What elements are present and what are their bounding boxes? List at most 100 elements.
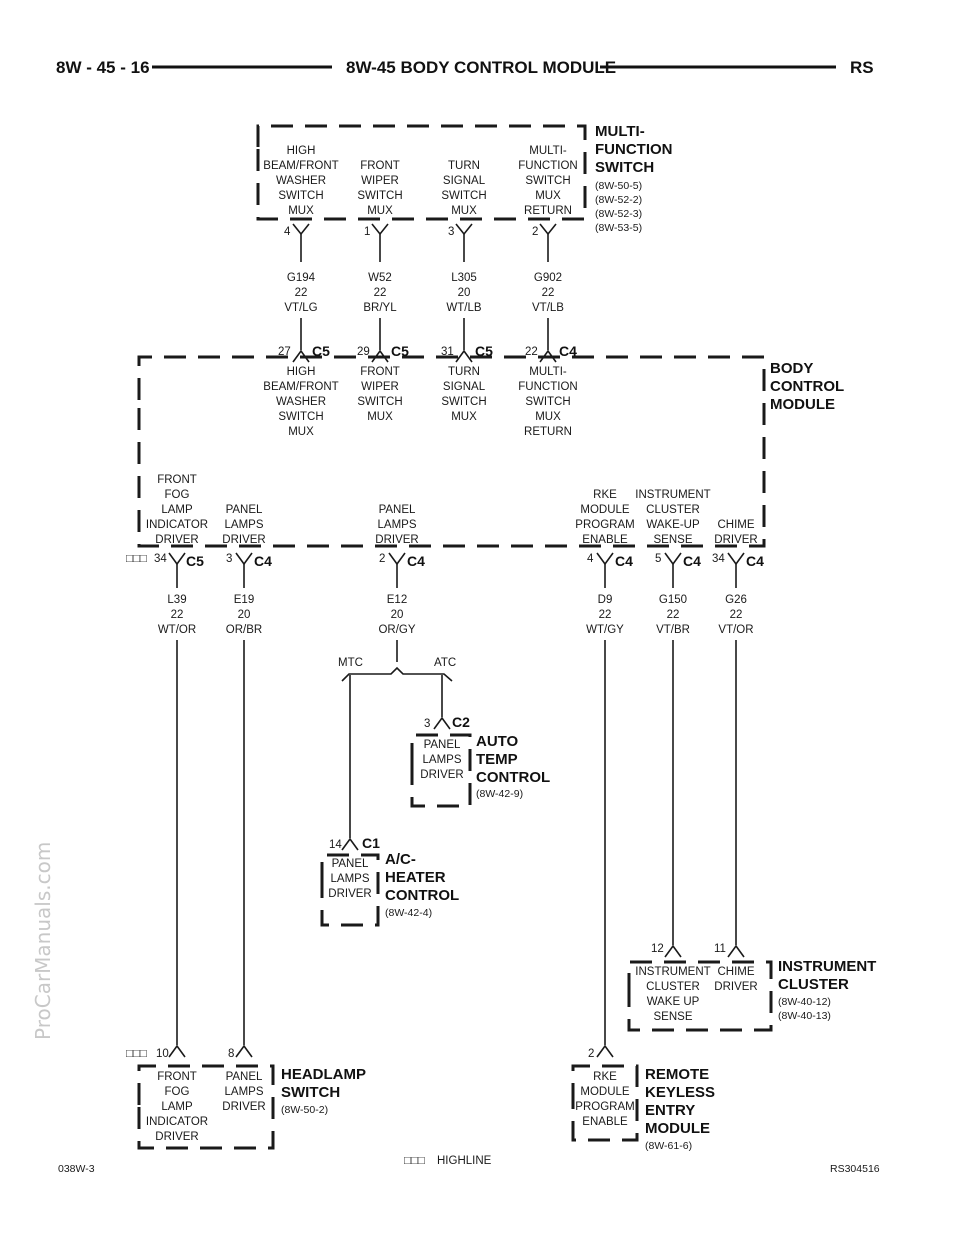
bcm-top-terminals: 27 C5 29 C5 31 C5 22 C4	[278, 343, 577, 363]
female-terminal-icon	[292, 349, 310, 363]
wire-color: BR/YL	[363, 302, 397, 314]
bcm-pin-label: SWITCH	[278, 411, 323, 423]
ach-name-line: CONTROL	[385, 887, 459, 904]
ach-name-line: HEATER	[385, 869, 446, 886]
bcm-pin-label: DRIVER	[222, 534, 265, 546]
bcm-pin-label: SWITCH	[357, 396, 402, 408]
rke-ref: (8W-61-6)	[645, 1140, 692, 1152]
bcm-connector: C4	[559, 343, 577, 359]
rke-pin-number: 2	[588, 1048, 594, 1060]
lower-wires	[176, 564, 737, 1045]
bcm-connector: C4	[683, 553, 701, 569]
ic-pin-labels: INSTRUMENT CLUSTER WAKE UP SENSE CHIME D…	[635, 966, 757, 1023]
ach-pin-label-line: LAMPS	[331, 873, 370, 885]
ach-pin-label-line: PANEL	[332, 858, 369, 870]
hs-ref: (8W-50-2)	[281, 1104, 328, 1116]
rke-pin-label-line: MODULE	[580, 1086, 630, 1098]
atc-name-line: AUTO	[476, 733, 519, 750]
ach-name-line: A/C-	[385, 851, 416, 868]
mfs-ref: (8W-53-5)	[595, 222, 642, 234]
rke-name-line: KEYLESS	[645, 1084, 715, 1101]
mfs-pin-label: MULTI-	[529, 145, 567, 157]
ach-box	[320, 853, 380, 927]
bcm-pin-label: LAMP	[161, 504, 193, 516]
wire-gauge: 22	[295, 287, 308, 299]
ref-code: RS304516	[830, 1163, 880, 1175]
rke-pin-label-line: PROGRAM	[575, 1101, 634, 1113]
atc-pin-label-line: DRIVER	[420, 769, 463, 781]
male-terminal-icon	[539, 223, 557, 236]
atc-connector: C2	[452, 714, 470, 730]
hs-pin-label: LAMP	[161, 1101, 193, 1113]
bcm-connector: C4	[407, 553, 425, 569]
wire-circuit: E19	[234, 594, 254, 606]
atc-name-line: CONTROL	[476, 769, 550, 786]
wire-color: OR/BR	[226, 624, 262, 636]
hs-pin-number: 8	[228, 1048, 234, 1060]
wire-circuit: G902	[534, 272, 562, 284]
ach-terminal: 14 C1	[329, 835, 380, 851]
bcm-pin-label: RETURN	[524, 426, 572, 438]
bcm-name-line: MODULE	[770, 396, 835, 413]
bcm-pin-label: DRIVER	[375, 534, 418, 546]
highline-symbol: □□□	[126, 1048, 147, 1060]
ach-pin-label: PANEL LAMPS DRIVER	[328, 858, 371, 900]
bcm-pin-label: INSTRUMENT	[635, 489, 710, 501]
page-title: 8W-45 BODY CONTROL MODULE	[346, 58, 616, 77]
bcm-pin-label: CLUSTER	[646, 504, 700, 516]
ach-ref: (8W-42-4)	[385, 907, 432, 919]
hs-pin-label: DRIVER	[222, 1101, 265, 1113]
bcm-pin-number: 3	[226, 553, 232, 565]
bcm-pin-label: MUX	[288, 426, 314, 438]
hs-pin-label: INDICATOR	[146, 1116, 208, 1128]
bcm-pin-number: 4	[587, 553, 594, 565]
bcm-pin-label: WAKE-UP	[646, 519, 700, 531]
atc-name-line: TEMP	[476, 751, 518, 768]
ic-pin-label: CLUSTER	[646, 981, 700, 993]
section-code: RS	[850, 58, 874, 77]
wire-gauge: 22	[171, 609, 184, 621]
wire-gauge: 20	[391, 609, 404, 621]
wire-gauge: 22	[374, 287, 387, 299]
bcm-pin-label: INDICATOR	[146, 519, 208, 531]
bcm-pin-label: SWITCH	[525, 396, 570, 408]
female-terminal-icon	[664, 944, 682, 958]
bcm-pin-number: 2	[379, 553, 385, 565]
wire-circuit: G150	[659, 594, 687, 606]
female-terminal-icon	[235, 1044, 253, 1058]
male-terminal-icon	[235, 552, 253, 566]
wire-gauge: 20	[458, 287, 471, 299]
wire-gauge: 22	[542, 287, 555, 299]
bcm-connector: C5	[312, 343, 330, 359]
mfs-pin-label: WASHER	[276, 175, 326, 187]
bcm-pin-label: PANEL	[226, 504, 263, 516]
bcm-pin-label: SWITCH	[441, 396, 486, 408]
female-terminal-icon	[727, 944, 745, 958]
wire-circuit: W52	[368, 272, 392, 284]
mfs-pin-label: MUX	[535, 190, 561, 202]
bcm-pin-label: FRONT	[360, 366, 400, 378]
bcm-pin-label: FUNCTION	[518, 381, 577, 393]
mfs-pin-label: MUX	[451, 205, 477, 217]
atc-pin-label: PANEL LAMPS DRIVER	[420, 739, 463, 781]
mfs-pin-label: FUNCTION	[518, 160, 577, 172]
male-terminal-icon	[727, 552, 745, 566]
mfs-name-line: FUNCTION	[595, 141, 673, 158]
ic-name: INSTRUMENT CLUSTER (8W-40-12) (8W-40-13)	[778, 958, 876, 1022]
bcm-pin-number: 34	[712, 553, 725, 565]
upper-wires	[300, 234, 549, 350]
wire-color: VT/LB	[532, 302, 564, 314]
rke-name: REMOTE KEYLESS ENTRY MODULE (8W-61-6)	[645, 1066, 715, 1152]
bcm-name-line: BODY	[770, 360, 813, 377]
female-terminal-icon	[455, 349, 473, 363]
lower-wire-labels: L39 22 WT/OR E19 20 OR/BR E12 20 OR/GY D…	[158, 594, 754, 636]
female-terminal-icon	[433, 716, 451, 730]
mfs-pin-number: 1	[364, 226, 370, 238]
male-terminal-icon	[292, 223, 310, 236]
option-split-bracket	[341, 666, 453, 682]
wire-circuit: G26	[725, 594, 747, 606]
bcm-pin-label: HIGH	[287, 366, 316, 378]
ic-pin-label: INSTRUMENT	[635, 966, 710, 978]
atc-ref: (8W-42-9)	[476, 788, 523, 800]
ic-pin-number: 12	[651, 943, 664, 955]
